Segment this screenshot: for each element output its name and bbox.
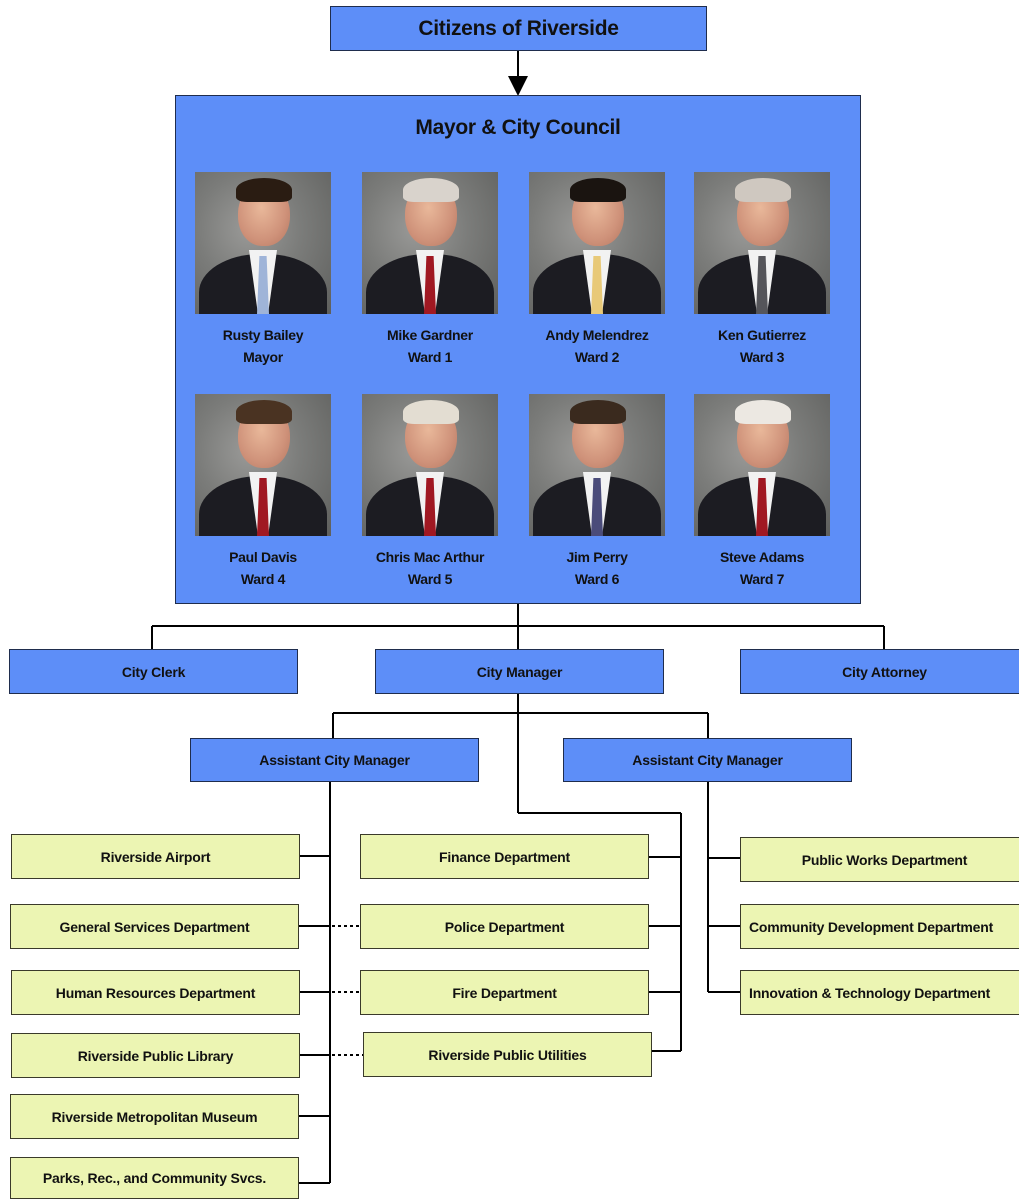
member-role: Ward 2 bbox=[574, 349, 620, 365]
member-name: Paul Davis bbox=[229, 549, 297, 565]
dept-human-resources: Human Resources Department bbox=[11, 970, 300, 1015]
dept-label: Innovation & Technology Department bbox=[749, 984, 991, 1001]
member-role: Ward 1 bbox=[407, 349, 453, 365]
dept-community-development: Community Development Department bbox=[740, 904, 1019, 949]
member-role: Ward 7 bbox=[739, 571, 785, 587]
member-photo bbox=[195, 172, 331, 314]
dept-label: Riverside Airport bbox=[100, 848, 211, 865]
dept-label: General Services Department bbox=[59, 918, 250, 935]
city-attorney-box: City Attorney bbox=[740, 649, 1019, 694]
hair-shape bbox=[735, 400, 791, 424]
tie-shape bbox=[257, 256, 269, 314]
member-photo bbox=[195, 394, 331, 536]
member-name: Steve Adams bbox=[719, 549, 805, 565]
assistant-city-manager-left-label: Assistant City Manager bbox=[259, 752, 410, 768]
member-name: Chris Mac Arthur bbox=[375, 549, 485, 565]
assistant-city-manager-right-label: Assistant City Manager bbox=[632, 752, 783, 768]
dept-label: Community Development Department bbox=[749, 918, 994, 935]
tie-shape bbox=[756, 256, 768, 314]
tie-shape bbox=[424, 478, 436, 536]
dept-label: Police Department bbox=[444, 918, 565, 935]
hair-shape bbox=[735, 178, 791, 202]
member-role: Ward 6 bbox=[574, 571, 620, 587]
tie-shape bbox=[591, 256, 603, 314]
dept-label: Human Resources Department bbox=[55, 984, 256, 1001]
member-photo bbox=[362, 172, 498, 314]
tie-shape bbox=[257, 478, 269, 536]
dept-label: Riverside Public Library bbox=[77, 1047, 234, 1064]
city-manager-box: City Manager bbox=[375, 649, 664, 694]
citizens-box: Citizens of Riverside bbox=[330, 6, 707, 51]
tie-shape bbox=[756, 478, 768, 536]
dept-label: Parks, Rec., and Community Svcs. bbox=[42, 1170, 267, 1186]
hair-shape bbox=[403, 400, 459, 424]
hair-shape bbox=[236, 178, 292, 202]
tie-shape bbox=[424, 256, 436, 314]
citizens-label: Citizens of Riverside bbox=[418, 16, 619, 40]
dept-public-works: Public Works Department bbox=[740, 837, 1019, 882]
member-photo bbox=[694, 394, 830, 536]
member-role: Ward 4 bbox=[240, 571, 286, 587]
dept-label: Finance Department bbox=[439, 848, 570, 865]
hair-shape bbox=[570, 178, 626, 202]
city-attorney-label: City Attorney bbox=[842, 663, 927, 680]
assistant-city-manager-left-box: Assistant City Manager bbox=[190, 738, 479, 782]
member-role: Mayor bbox=[243, 349, 283, 365]
member-photo bbox=[529, 394, 665, 536]
city-clerk-label: City Clerk bbox=[121, 663, 186, 680]
dept-label: Riverside Metropolitan Museum bbox=[51, 1108, 258, 1125]
tie-shape bbox=[591, 478, 603, 536]
member-photo bbox=[362, 394, 498, 536]
city-clerk-box: City Clerk bbox=[9, 649, 298, 694]
dept-metropolitan-museum: Riverside Metropolitan Museum bbox=[10, 1094, 299, 1139]
council-title: Mayor & City Council bbox=[415, 116, 621, 139]
dept-finance: Finance Department bbox=[360, 834, 649, 879]
dept-public-utilities: Riverside Public Utilities bbox=[363, 1032, 652, 1077]
member-name: Jim Perry bbox=[566, 549, 628, 565]
member-role: Ward 3 bbox=[739, 349, 785, 365]
assistant-city-manager-right-box: Assistant City Manager bbox=[563, 738, 852, 782]
hair-shape bbox=[403, 178, 459, 202]
member-name: Mike Gardner bbox=[387, 327, 473, 343]
member-role: Ward 5 bbox=[407, 571, 453, 587]
dept-label: Fire Department bbox=[452, 984, 557, 1001]
dept-fire: Fire Department bbox=[360, 970, 649, 1015]
dept-innovation-technology: Innovation & Technology Department bbox=[740, 970, 1019, 1015]
dept-label: Riverside Public Utilities bbox=[428, 1046, 587, 1063]
dept-parks-rec: Parks, Rec., and Community Svcs. bbox=[10, 1157, 299, 1199]
dept-label: Public Works Department bbox=[801, 851, 968, 868]
hair-shape bbox=[570, 400, 626, 424]
member-name: Rusty Bailey bbox=[222, 327, 304, 343]
dept-police: Police Department bbox=[360, 904, 649, 949]
dept-riverside-airport: Riverside Airport bbox=[11, 834, 300, 879]
member-name: Andy Melendrez bbox=[545, 327, 649, 343]
dept-general-services: General Services Department bbox=[10, 904, 299, 949]
member-photo bbox=[694, 172, 830, 314]
city-manager-label: City Manager bbox=[476, 663, 563, 680]
member-name: Ken Gutierrez bbox=[718, 327, 806, 343]
dept-public-library: Riverside Public Library bbox=[11, 1033, 300, 1078]
member-photo bbox=[529, 172, 665, 314]
hair-shape bbox=[236, 400, 292, 424]
